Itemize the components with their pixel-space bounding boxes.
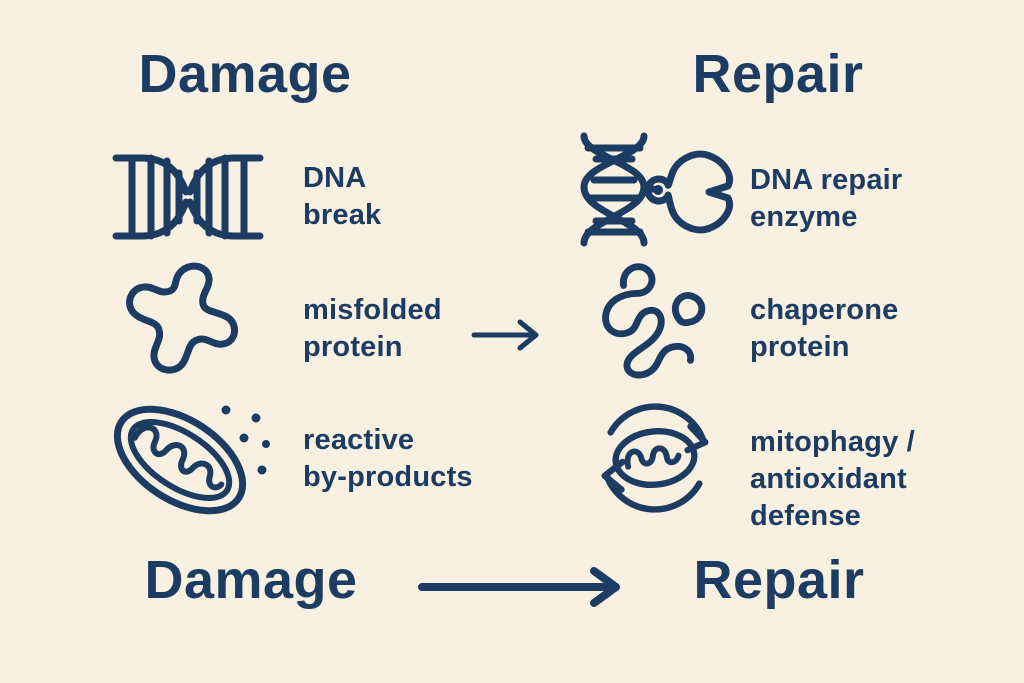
footer-right-arrow-icon	[414, 564, 636, 610]
mitophagy-antioxidant-defense-label: mitophagy / antioxidant defense	[750, 424, 915, 535]
label-line: break	[303, 199, 382, 231]
damage-column-heading: Damage	[138, 44, 352, 104]
label-line: chaperone	[750, 294, 899, 326]
label-line: reactive	[303, 424, 415, 456]
reactive-byproducts-label: reactive by-products	[303, 422, 473, 496]
label-line: defense	[750, 500, 861, 532]
label-line: antioxidant	[750, 463, 907, 495]
footer-damage-label: Damage	[144, 550, 358, 610]
label-line: enzyme	[750, 201, 858, 233]
label-line: DNA repair	[750, 164, 903, 196]
label-line: misfolded	[303, 294, 442, 326]
misfolded-protein-icon	[116, 258, 258, 384]
label-line: mitophagy /	[750, 426, 915, 458]
misfolded-protein-label: misfolded protein	[303, 292, 442, 366]
dna-break-label: DNA break	[303, 160, 381, 234]
middle-right-arrow-icon	[470, 315, 550, 355]
footer-repair-label: Repair	[693, 550, 865, 610]
mitochondrion-reactive-byproducts-icon	[100, 396, 272, 526]
chaperone-protein-icon	[586, 254, 724, 382]
dna-repair-enzyme-label: DNA repair enzyme	[750, 162, 902, 236]
dna-repair-enzyme-icon	[556, 130, 738, 248]
label-line: protein	[303, 331, 403, 363]
chaperone-protein-label: chaperone protein	[750, 292, 898, 366]
reactive-dots	[221, 405, 270, 475]
label-line: by-products	[303, 461, 473, 493]
label-line: DNA	[303, 162, 367, 194]
mitophagy-recycle-icon	[586, 398, 724, 520]
repair-column-heading: Repair	[692, 44, 864, 104]
dna-break-icon	[108, 147, 268, 247]
label-line: protein	[750, 331, 850, 363]
